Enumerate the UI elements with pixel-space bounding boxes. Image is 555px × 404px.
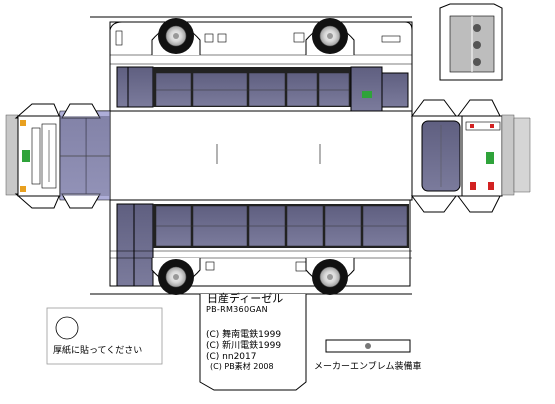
rear-panel <box>411 99 531 213</box>
model-name: 日産ディーゼル <box>207 292 284 305</box>
credit-line: (C) PB素材 2008 <box>210 362 274 371</box>
lower-side-panel <box>90 199 412 295</box>
roof-equipment <box>439 3 503 81</box>
roof-panel <box>56 110 413 201</box>
glue-note-box <box>46 307 163 365</box>
wheel <box>312 18 348 54</box>
label-tab <box>199 294 307 391</box>
wheel <box>158 18 194 54</box>
front-panel <box>5 103 110 209</box>
credit-line: (C) 新川電鉄1999 <box>206 341 282 351</box>
glue-instruction: 厚紙に貼ってください <box>53 346 143 356</box>
credit-line: (C) nn2017 <box>206 352 257 362</box>
wheel <box>312 259 348 295</box>
credit-line: (C) 舞南電鉄1999 <box>206 330 282 340</box>
wheel <box>158 259 194 295</box>
upper-side-panel <box>90 16 413 112</box>
emblem-part <box>325 339 411 353</box>
model-code: PB-RM360GAN <box>206 305 268 314</box>
emblem-caption: メーカーエンブレム装備車 <box>314 362 422 372</box>
